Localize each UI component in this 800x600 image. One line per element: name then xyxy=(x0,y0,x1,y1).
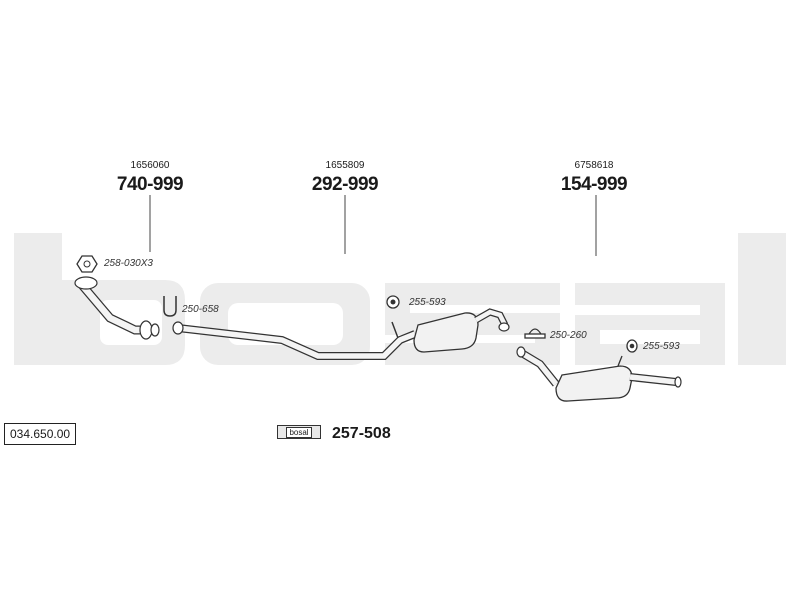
accessory-code[interactable]: 250-260 xyxy=(550,330,587,341)
accessory-code[interactable]: 255-593 xyxy=(409,297,446,308)
kit-badge: bosal xyxy=(286,427,312,438)
u-clamp-icon xyxy=(163,296,177,317)
rubber-mount-icon xyxy=(626,339,638,353)
nut-icon xyxy=(76,255,98,273)
oe-number: 1655809 xyxy=(325,160,365,171)
middle-silencer[interactable] xyxy=(413,308,510,353)
catalog-reference: 034.650.00 xyxy=(4,423,77,445)
middle-pipe[interactable] xyxy=(172,321,417,360)
oe-number: 1656060 xyxy=(130,160,170,171)
mounting-kit-icon: bosal xyxy=(277,425,321,439)
part-number[interactable]: 154-999 xyxy=(560,174,628,195)
part-number[interactable]: 292-999 xyxy=(311,174,379,195)
clamp-icon xyxy=(524,328,546,339)
oe-number: 6758618 xyxy=(574,160,614,171)
front-pipe[interactable] xyxy=(74,276,160,340)
accessory-code[interactable]: 250-658 xyxy=(182,304,219,315)
rear-silencer[interactable] xyxy=(516,346,682,402)
rubber-mount-icon xyxy=(386,295,400,309)
accessory-code[interactable]: 255-593 xyxy=(643,341,680,352)
accessory-code[interactable]: 258-030X3 xyxy=(104,258,153,269)
part-number[interactable]: 740-999 xyxy=(116,174,184,195)
mounting-kit-code[interactable]: 257-508 xyxy=(332,425,391,442)
